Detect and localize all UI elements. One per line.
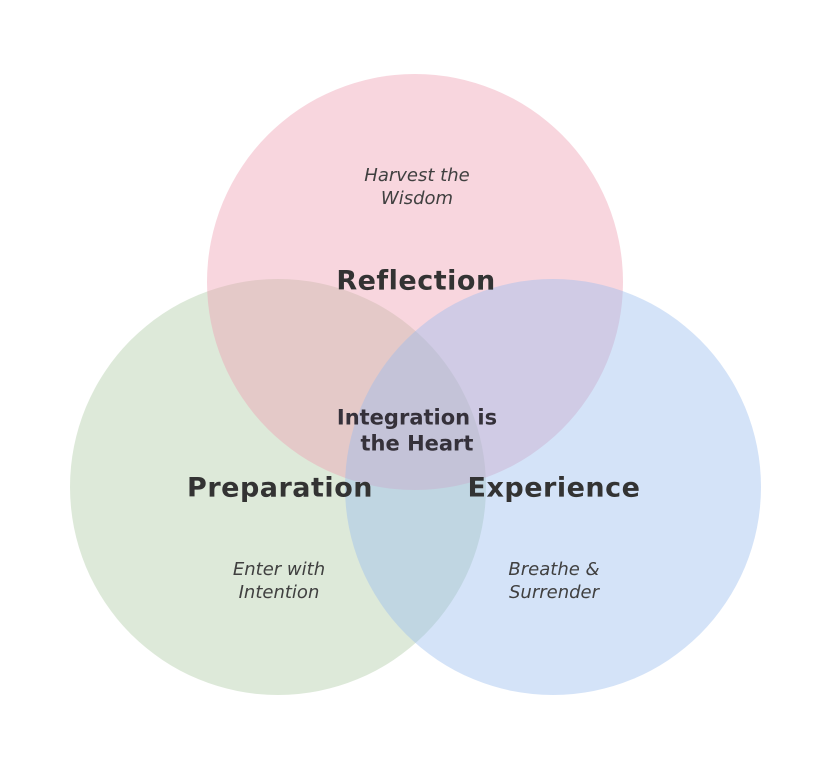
preparation-sublabel-line2: Intention: [238, 582, 320, 603]
reflection-sublabel-line2: Wisdom: [380, 188, 454, 209]
center-label: Integration is the Heart: [337, 405, 497, 456]
center-label-line2: the Heart: [360, 431, 474, 455]
venn-circle-reflection: [207, 74, 623, 490]
experience-sublabel-line2: Surrender: [508, 582, 600, 603]
center-label-line1: Integration is: [336, 405, 498, 430]
preparation-title: Preparation: [187, 472, 373, 504]
experience-title: Experience: [467, 472, 641, 504]
reflection-sublabel: Harvest the Wisdom: [364, 164, 469, 210]
experience-sublabel-line1: Breathe &: [508, 558, 600, 580]
preparation-sublabel: Enter with Intention: [233, 558, 325, 604]
venn-circle-preparation: [70, 279, 486, 695]
reflection-sublabel-line1: Harvest the: [364, 164, 470, 186]
reflection-title: Reflection: [336, 265, 496, 297]
venn-circle-experience: [345, 279, 761, 695]
preparation-sublabel-line1: Enter with: [232, 558, 326, 580]
experience-sublabel: Breathe & Surrender: [508, 558, 599, 604]
